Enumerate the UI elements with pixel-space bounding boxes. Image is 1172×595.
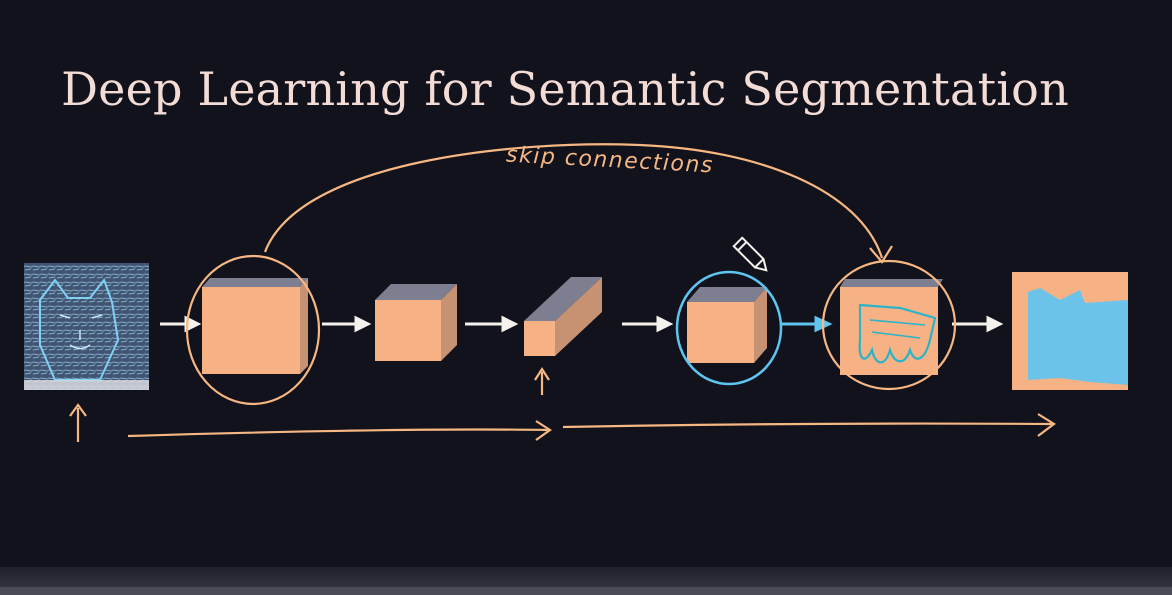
- pencil-icon: [732, 236, 768, 272]
- encoder-block-2: [375, 284, 457, 361]
- bottom-flow-arrows: [127, 413, 1056, 441]
- input-image: [24, 263, 149, 390]
- output-segmentation-map: [1012, 272, 1128, 390]
- highlight-circle-blue: [675, 270, 783, 386]
- slide-title: Deep Learning for Semantic Segmentation: [61, 62, 1069, 116]
- encoder-block-1: [202, 278, 308, 374]
- highlight-circle-1: [185, 254, 321, 406]
- flow-arrows: [160, 315, 1004, 333]
- skip-connection-arc: [263, 143, 884, 259]
- decoder-block-2: [840, 279, 943, 375]
- bottom-strip: [0, 587, 1172, 595]
- highlight-circle-2: [821, 259, 957, 391]
- bottleneck-block: [524, 277, 602, 356]
- up-arrows: [69, 366, 550, 442]
- decoder-block-1: [687, 287, 767, 363]
